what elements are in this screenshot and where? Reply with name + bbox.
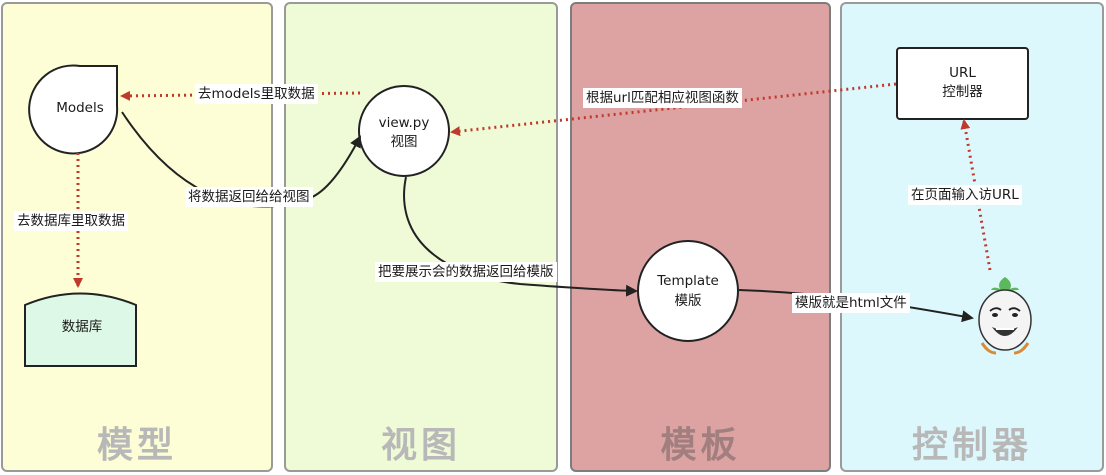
lane-template: 模板	[570, 2, 831, 472]
template-label-line1: Template	[657, 273, 719, 289]
view-node	[358, 85, 450, 177]
database-label: 数据库	[61, 319, 103, 335]
edge-url-to-view	[450, 82, 897, 137]
view-label-line1: view.py	[378, 115, 430, 131]
edge-label-models-to-db: 去数据库里取数据	[14, 211, 128, 231]
template-label-line2: 模版	[674, 293, 702, 309]
models-label: Models	[56, 100, 104, 116]
edge-label-user-to-url: 在页面输入访URL	[908, 185, 1022, 205]
lane-title-controller: 控制器	[911, 425, 1032, 466]
edge-view-to-models	[120, 90, 361, 101]
models-node	[28, 64, 119, 155]
view-label-line2: 视图	[390, 134, 418, 150]
url-label-line2: 控制器	[942, 84, 983, 100]
edge-label-view-to-template: 把要展示会的数据返回给模版	[375, 262, 557, 282]
lane-title-model: 模型	[96, 425, 177, 466]
edge-label-models-to-view: 将数据返回给给视图	[185, 187, 313, 207]
edge-label-url-to-view: 根据url匹配相应视图函数	[583, 88, 742, 108]
url-node	[896, 47, 1029, 120]
edge-user-to-url	[960, 119, 992, 271]
lane-view: 视图	[284, 2, 558, 472]
edge-label-view-to-models: 去models里取数据	[195, 84, 318, 104]
url-label-line1: URL	[949, 65, 976, 81]
lane-title-template: 模板	[660, 425, 741, 466]
edge-label-template-to-user: 模版就是html文件	[792, 293, 910, 313]
database-node	[24, 292, 137, 367]
lane-title-view: 视图	[380, 425, 461, 466]
user-face-icon	[978, 277, 1032, 355]
template-node	[637, 240, 739, 342]
